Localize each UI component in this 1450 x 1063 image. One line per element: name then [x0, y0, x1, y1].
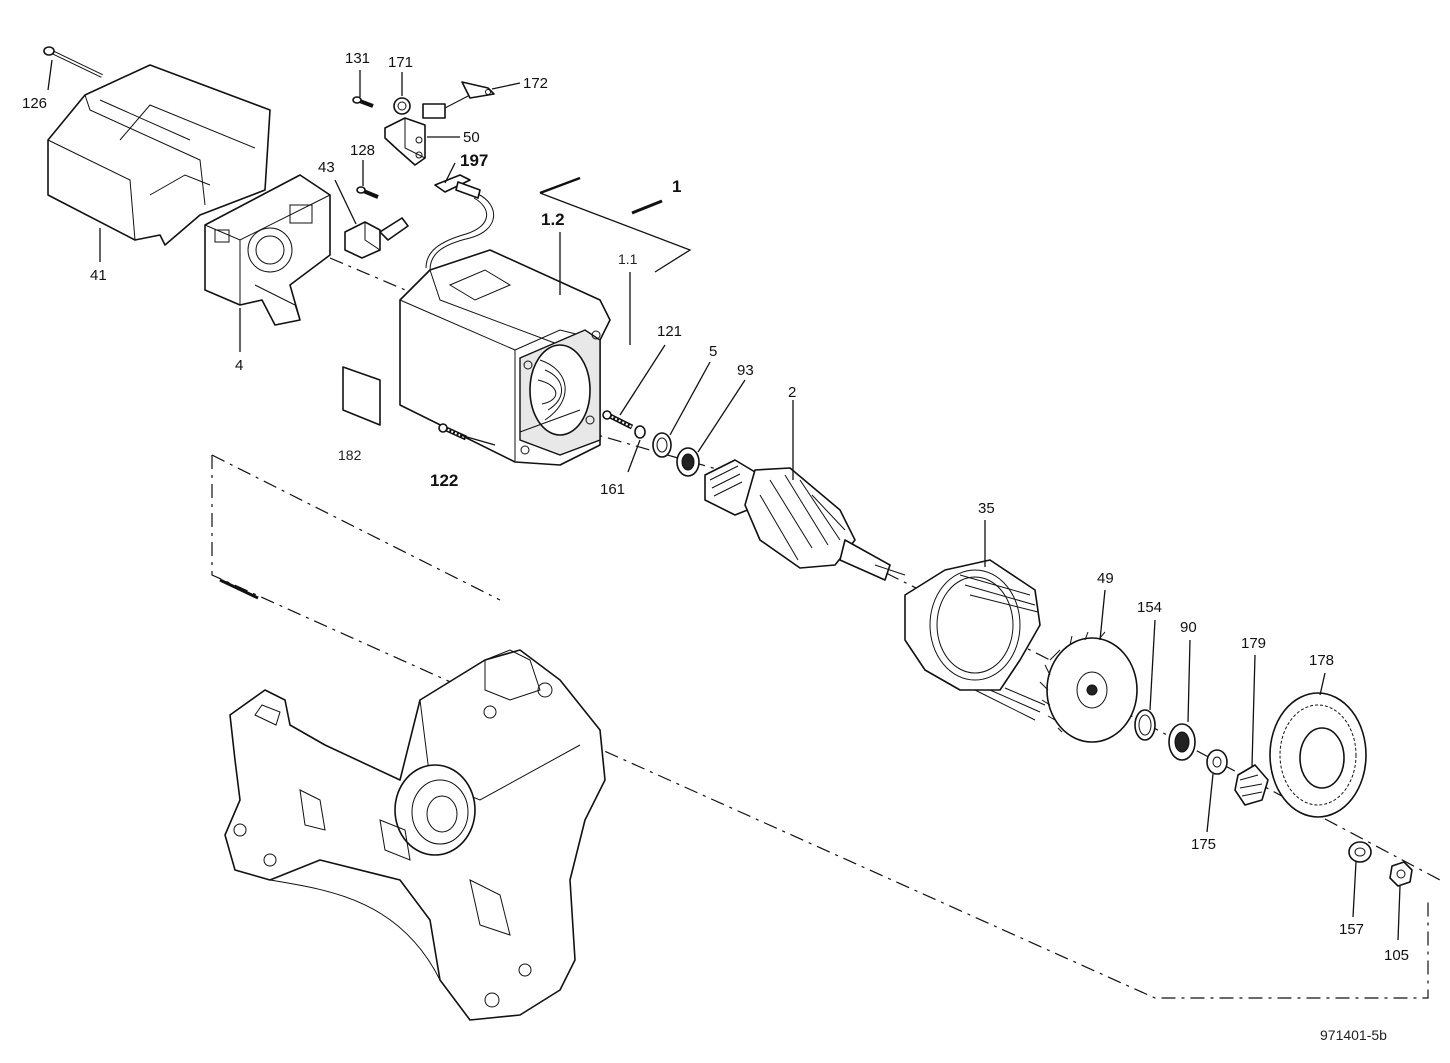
- callout-35: 35: [978, 500, 995, 517]
- brush-holder-plate-4-icon: [204, 174, 331, 326]
- bearing-93-icon: [676, 447, 700, 477]
- callout-178: 178: [1309, 652, 1334, 669]
- gear-case-housing-icon: [224, 649, 606, 1021]
- armature-2-icon: [704, 459, 906, 581]
- callout-122: 122: [430, 471, 458, 490]
- callout-172: 172: [523, 75, 548, 92]
- callout-171: 171: [388, 54, 413, 71]
- callout-128: 128: [350, 142, 375, 159]
- callout-labels: 126 41 43 4 131 171 172 50 128 197 1 1.2…: [22, 50, 1409, 1043]
- brush-lead-172-icon: [422, 81, 495, 119]
- callout-43: 43: [318, 159, 335, 176]
- label-182-icon: [342, 366, 381, 426]
- screw-126-icon: [43, 46, 103, 78]
- callout-41: 41: [90, 267, 107, 284]
- wire-lead-197-icon: [425, 174, 495, 271]
- callout-126: 126: [22, 95, 47, 112]
- callout-1: 1: [672, 177, 681, 196]
- screw-128-icon: [356, 186, 379, 199]
- bearing-90-icon: [1168, 723, 1196, 761]
- callout-1-1: 1.1: [618, 251, 638, 267]
- brush-holder-50-icon: [384, 117, 426, 166]
- callout-leader-lines: [47, 59, 1401, 941]
- callout-49: 49: [1097, 570, 1114, 587]
- callout-93: 93: [737, 362, 754, 379]
- motor-field-housing-1-icon: [399, 249, 611, 466]
- retaining-ring-154-icon: [1134, 709, 1156, 741]
- callout-179: 179: [1241, 635, 1266, 652]
- callout-1-2: 1.2: [541, 210, 565, 229]
- callout-50: 50: [463, 129, 480, 146]
- motor-cover-41-icon: [47, 64, 271, 246]
- washer-161-icon: [634, 425, 646, 439]
- callout-105: 105: [1384, 947, 1409, 964]
- screw-121-icon: [602, 410, 634, 430]
- callout-175: 175: [1191, 836, 1216, 853]
- callout-2: 2: [788, 384, 796, 401]
- washer-157-icon: [1348, 841, 1372, 863]
- callout-161: 161: [600, 481, 625, 498]
- carbon-brush-43-icon: [344, 217, 409, 259]
- callout-154: 154: [1137, 599, 1162, 616]
- nut-105-icon: [1389, 861, 1413, 887]
- screw-131-icon: [352, 96, 374, 108]
- fan-baffle-35-icon: [904, 559, 1046, 721]
- callout-121: 121: [657, 323, 682, 340]
- callout-5: 5: [709, 343, 717, 360]
- callout-4: 4: [235, 357, 243, 374]
- callout-131: 131: [345, 50, 370, 67]
- bevel-gear-178-icon: [1269, 692, 1367, 818]
- pinion-179-icon: [1234, 764, 1269, 806]
- fan-49-icon: [1039, 631, 1138, 743]
- callout-157: 157: [1339, 921, 1364, 938]
- callout-197: 197: [460, 151, 488, 170]
- washer-175-icon: [1206, 749, 1228, 775]
- callout-90: 90: [1180, 619, 1197, 636]
- callout-182: 182: [338, 447, 362, 463]
- drawing-id: 971401-5b: [1320, 1027, 1387, 1043]
- bearing-5-icon: [652, 432, 672, 458]
- spring-171-icon: [393, 97, 411, 115]
